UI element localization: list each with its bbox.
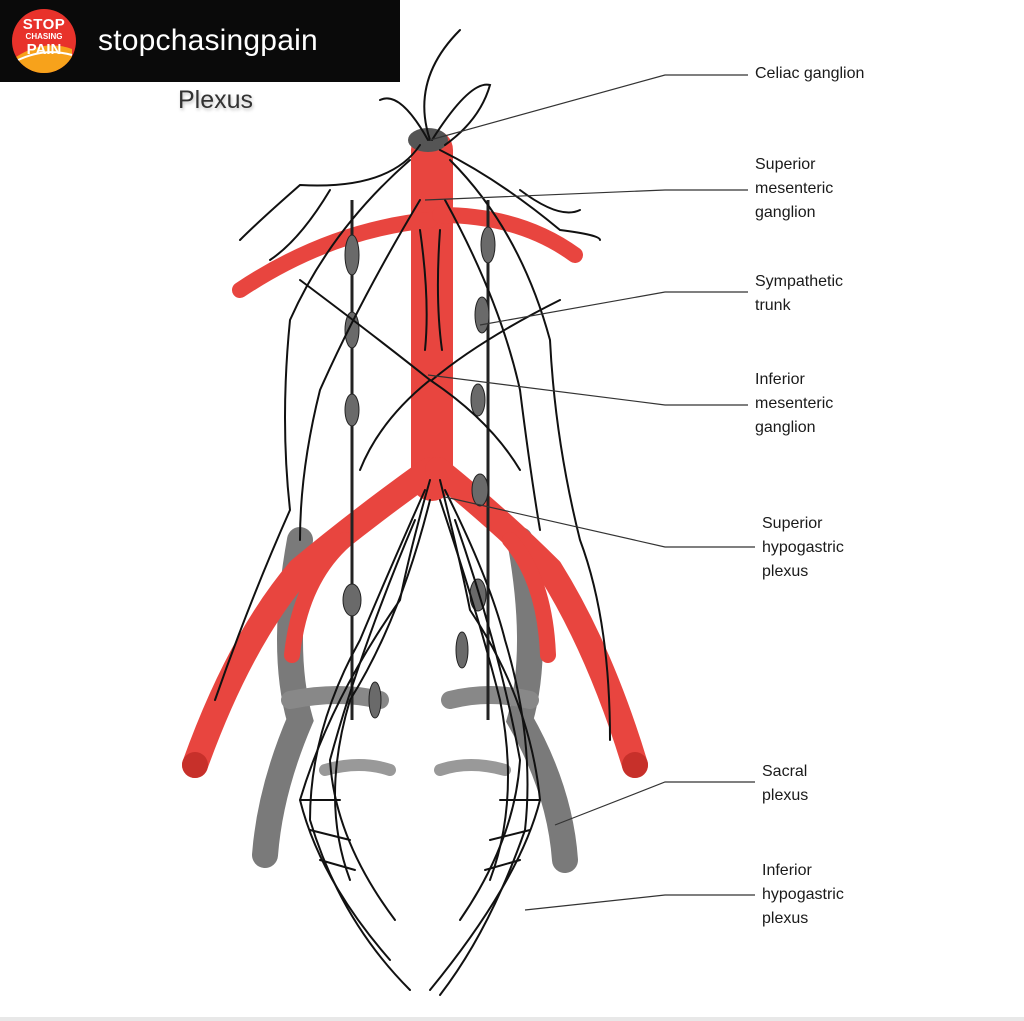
label-line: hypogastric <box>762 886 844 903</box>
username[interactable]: stopchasingpain <box>98 24 318 57</box>
label-line: hypogastric <box>762 539 844 556</box>
label-superior-hypogastric-plexus: Superior hypogastric plexus <box>762 512 844 584</box>
label-line: mesenteric <box>755 180 834 197</box>
aorta <box>182 129 648 778</box>
logo-line-1: STOP <box>22 16 66 33</box>
label-line: Sympathetic <box>755 273 844 290</box>
logo-line-3: PAIN <box>26 41 62 58</box>
profile-header: STOP CHASING PAIN stopchasingpain <box>0 0 400 82</box>
logo-swoosh-icon <box>15 45 73 73</box>
label-line: Sacral <box>762 763 808 780</box>
logo-text: STOP CHASING PAIN <box>12 17 76 57</box>
label-line: Inferior <box>755 371 805 388</box>
label-line: Inferior <box>762 862 812 879</box>
label-line: plexus <box>762 787 809 804</box>
diagram-title: Plexus <box>178 86 254 114</box>
label-line: plexus <box>762 563 809 580</box>
brand-logo[interactable]: STOP CHASING PAIN <box>12 9 76 73</box>
artery-end-left <box>182 752 208 778</box>
label-line: trunk <box>755 297 791 314</box>
label-line: Superior <box>762 515 823 532</box>
label-inferior-mesenteric-ganglion: Inferior mesenteric ganglion <box>755 368 833 440</box>
label-sympathetic-trunk: Sympathetic trunk <box>755 270 843 318</box>
nerve-fibers <box>214 29 611 996</box>
label-line: ganglion <box>755 204 816 221</box>
label-superior-mesenteric-ganglion: Superior mesenteric ganglion <box>755 153 833 225</box>
leader-lines <box>424 74 755 911</box>
label-inferior-hypogastric-plexus: Inferior hypogastric plexus <box>762 859 844 931</box>
label-sacral-plexus: Sacral plexus <box>762 760 808 808</box>
label-line: ganglion <box>755 419 816 436</box>
label-line: Superior <box>755 156 816 173</box>
artery-end-right <box>622 752 648 778</box>
label-celiac-ganglion: Celiac ganglion <box>755 62 864 86</box>
label-line: mesenteric <box>755 395 834 412</box>
bottom-divider <box>0 1017 1024 1021</box>
label-line: plexus <box>762 910 809 927</box>
logo-line-2: CHASING <box>25 32 63 41</box>
label-line: Celiac ganglion <box>755 65 865 82</box>
